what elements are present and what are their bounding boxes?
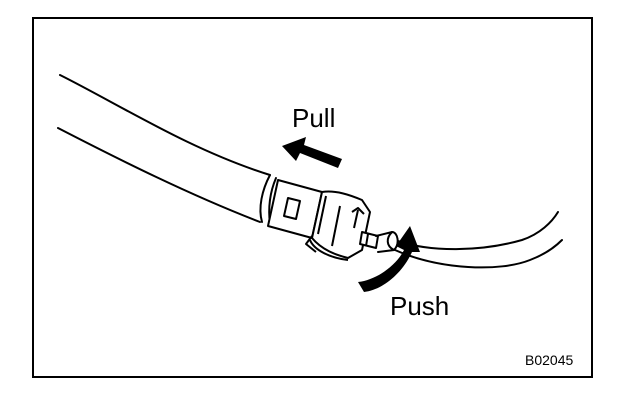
figure-code: B02045 [525,352,574,368]
push-label: Push [390,291,450,321]
pull-arrow-icon [282,137,342,168]
quick-connector [267,179,379,261]
pull-label: Pull [292,103,336,133]
left-hose [57,74,277,225]
push-arrow-icon [358,226,420,292]
right-pipe [375,211,563,269]
